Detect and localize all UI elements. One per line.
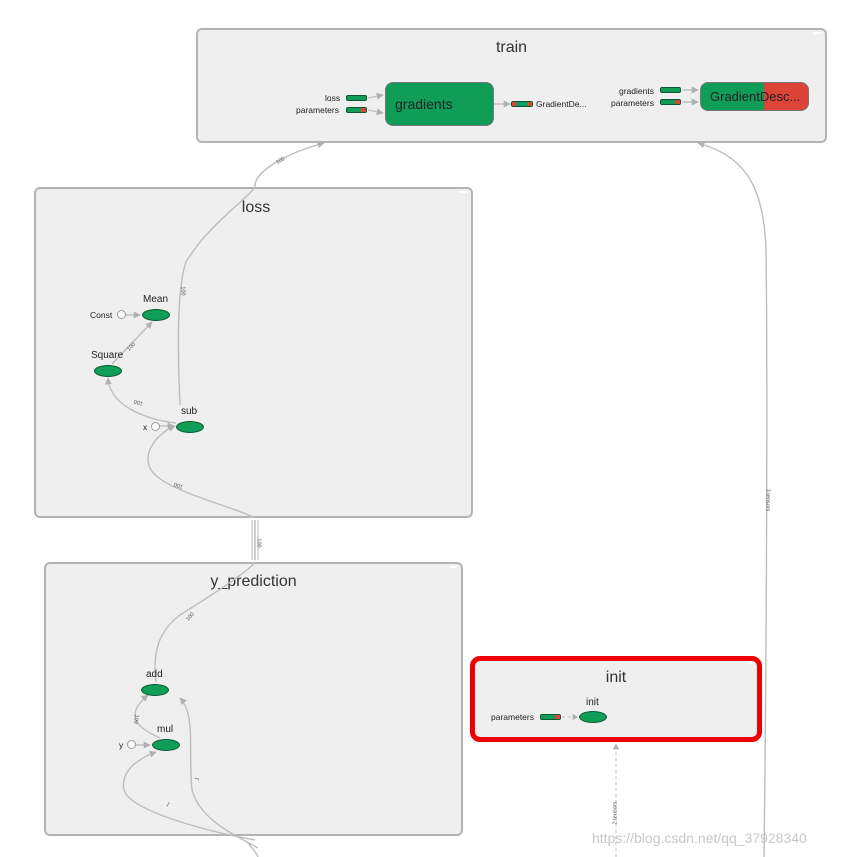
edge-label-3-tensors: 3 tensors <box>764 488 771 512</box>
gd-parameters-input-label: parameters <box>611 98 654 108</box>
train-parameters-input-node[interactable] <box>346 107 367 113</box>
y-prediction-group[interactable]: y_prediction <box>44 562 463 836</box>
gradients-output-node[interactable] <box>511 101 533 107</box>
mul-node-label: mul <box>157 724 174 735</box>
gd-parameters-input-node[interactable] <box>660 99 681 105</box>
train-loss-input-node[interactable] <box>346 95 367 101</box>
watermark: https://blog.csdn.net/qq_37928340 <box>592 830 807 846</box>
edge-sub-to-train <box>177 185 256 406</box>
sub-node[interactable] <box>176 421 204 433</box>
add-node-label: add <box>146 669 163 680</box>
gradients-node[interactable]: gradients <box>385 82 494 126</box>
init-group[interactable]: init <box>470 656 762 742</box>
loss-group-title: loss <box>241 199 271 216</box>
square-node[interactable] <box>94 365 122 377</box>
init-collapse-button[interactable] <box>747 662 755 664</box>
edge-bottom-stub <box>247 842 259 857</box>
edge-loss-in-to-gradients <box>367 92 384 100</box>
mean-node[interactable] <box>142 309 170 321</box>
edge-add-to-loss <box>154 561 256 683</box>
y-prediction-collapse-button[interactable] <box>449 566 457 568</box>
loss-collapse-button[interactable] <box>459 191 467 193</box>
y-prediction-group-title: y_prediction <box>210 573 297 590</box>
gradient-descent-node[interactable]: GradientDesc... <box>700 82 809 111</box>
edge-mul-to-add <box>134 694 161 739</box>
edge-loss-to-train <box>254 141 325 187</box>
gd-gradients-input-label: gradients <box>619 86 654 96</box>
x-node-label: x <box>143 422 148 432</box>
train-group-title: train <box>495 39 528 56</box>
train-collapse-button[interactable] <box>813 32 821 34</box>
const-node[interactable] <box>117 310 126 319</box>
edge-into-loss <box>147 425 256 519</box>
gradients-output-label: GradientDe... <box>536 99 587 109</box>
add-node[interactable] <box>141 684 169 696</box>
init-group-title: init <box>605 669 627 686</box>
edge-label-2-tensors: 2 tensors <box>612 801 619 825</box>
edge-sub-to-square <box>104 377 177 424</box>
init-node[interactable] <box>579 711 607 723</box>
edge-square-to-mean <box>111 321 153 365</box>
x-node[interactable] <box>151 422 160 431</box>
gd-gradients-input-node[interactable] <box>660 87 681 93</box>
const-node-label: Const <box>90 310 113 320</box>
square-node-label: Square <box>91 350 124 361</box>
gradients-node-label: gradients <box>395 96 453 112</box>
edge-params-in-to-gradients <box>367 108 384 116</box>
init-parameters-input-node[interactable] <box>540 714 561 720</box>
edge-label-loss-main: 100 <box>179 286 186 296</box>
train-parameters-input-label: parameters <box>296 105 339 115</box>
edge-label-between: 100 <box>255 538 262 548</box>
train-loss-input-label: loss <box>325 93 341 103</box>
edge-bottom-to-mul <box>122 750 256 841</box>
y-node[interactable] <box>127 740 136 749</box>
y-node-label: y <box>119 740 124 750</box>
init-parameters-input-label: parameters <box>491 712 534 722</box>
mean-node-label: Mean <box>143 294 169 305</box>
mul-node[interactable] <box>152 739 180 751</box>
edge-right-to-train <box>697 141 768 857</box>
gradient-descent-node-label: GradientDesc... <box>710 89 801 104</box>
sub-node-label: sub <box>181 406 198 417</box>
edge-bottom-to-add <box>179 697 259 849</box>
init-node-label: init <box>586 697 599 708</box>
